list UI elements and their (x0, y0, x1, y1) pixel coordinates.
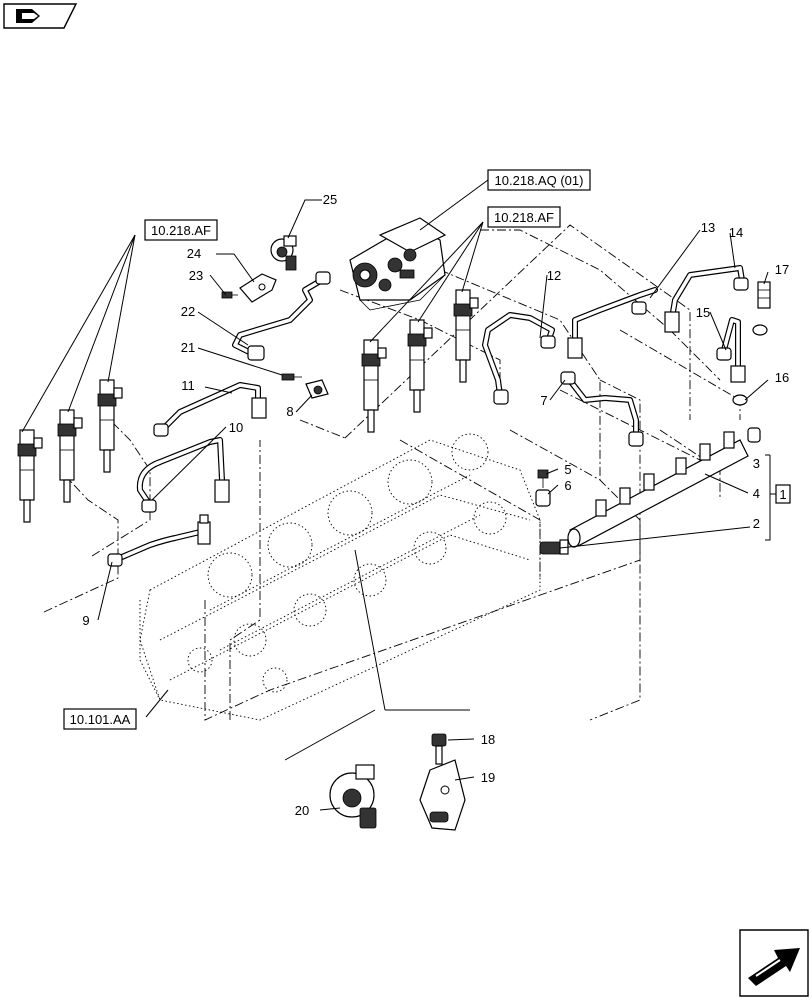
ref-box-fuel-pump[interactable]: 10.218.AQ (01) (487, 169, 591, 191)
callout-2: 2 (753, 516, 760, 531)
callout-23: 23 (189, 268, 203, 283)
callout-16: 16 (775, 370, 789, 385)
bracket-24[interactable] (239, 273, 277, 303)
clamp-25[interactable] (270, 235, 297, 271)
callout-17: 17 (775, 262, 789, 277)
next-page-arrow-icon[interactable] (739, 929, 809, 997)
bracket-19[interactable] (419, 759, 466, 831)
callout-19: 19 (481, 770, 495, 785)
callouts: 2 3 4 5 6 7 8 9 10 11 12 13 14 15 16 17 … (82, 192, 789, 818)
injector-pipe-10[interactable] (136, 437, 230, 513)
screw-18[interactable] (431, 733, 447, 765)
clamp-20[interactable] (329, 764, 377, 829)
callout-6: 6 (564, 478, 571, 493)
spacer-6[interactable] (535, 489, 551, 507)
ref-cylinder-head-label: 10.101.AA (70, 712, 131, 727)
injector-pipe-11[interactable] (153, 382, 267, 437)
callout-leaders (97, 199, 776, 811)
ref-injectors-left-label: 10.218.AF (151, 223, 211, 238)
callout-14: 14 (729, 225, 743, 240)
reference-leaders (21, 179, 489, 761)
callout-5: 5 (564, 462, 571, 477)
callout-15: 15 (696, 305, 710, 320)
callout-13: 13 (701, 220, 715, 235)
cylinder-head (139, 433, 541, 721)
pressure-sensor-2[interactable] (539, 539, 569, 555)
callout-24: 24 (187, 246, 201, 261)
book-arrow-icon[interactable] (3, 3, 78, 29)
callout-25: 25 (323, 192, 337, 207)
ref-injectors-right-label: 10.218.AF (494, 210, 554, 225)
rail-pipe-14[interactable] (664, 265, 749, 333)
fuel-pump[interactable] (349, 217, 447, 311)
ref-box-injectors-left[interactable]: 10.218.AF (144, 219, 218, 241)
rail-pipe-13[interactable] (567, 287, 658, 359)
callout-18: 18 (481, 732, 495, 747)
ref-box-cylinder-head[interactable]: 10.101.AA (63, 708, 137, 730)
o-ring-16[interactable] (732, 324, 768, 406)
callout-11: 11 (181, 378, 195, 393)
group-box-label: 1 (779, 487, 786, 502)
injectors-left[interactable] (17, 379, 123, 523)
callout-8: 8 (286, 404, 293, 419)
pump-pipe-22[interactable] (232, 271, 331, 361)
callout-20: 20 (295, 803, 309, 818)
ref-box-injectors-right[interactable]: 10.218.AF (487, 206, 561, 228)
ref-fuel-pump-label: 10.218.AQ (01) (495, 173, 584, 188)
injector-pipe-9[interactable] (107, 514, 211, 567)
group-box: 1 (775, 484, 791, 504)
screw-23[interactable] (221, 291, 238, 299)
fitting-8[interactable] (305, 379, 329, 399)
fuel-rail[interactable] (567, 427, 761, 548)
callout-3: 3 (753, 456, 760, 471)
rail-pipe-7[interactable] (560, 371, 644, 447)
screw-21[interactable] (281, 373, 302, 381)
callout-4: 4 (753, 486, 760, 501)
callout-12: 12 (547, 268, 561, 283)
callout-10: 10 (229, 420, 243, 435)
callout-21: 21 (181, 340, 195, 355)
rail-pipe-12[interactable] (482, 312, 556, 405)
callout-22: 22 (181, 304, 195, 319)
fitting-17[interactable] (757, 281, 771, 309)
injectors-right[interactable] (361, 289, 479, 433)
rail-pipe-15[interactable] (716, 317, 746, 383)
callout-9: 9 (82, 613, 89, 628)
screw-5[interactable] (537, 469, 549, 488)
callout-7: 7 (540, 393, 547, 408)
